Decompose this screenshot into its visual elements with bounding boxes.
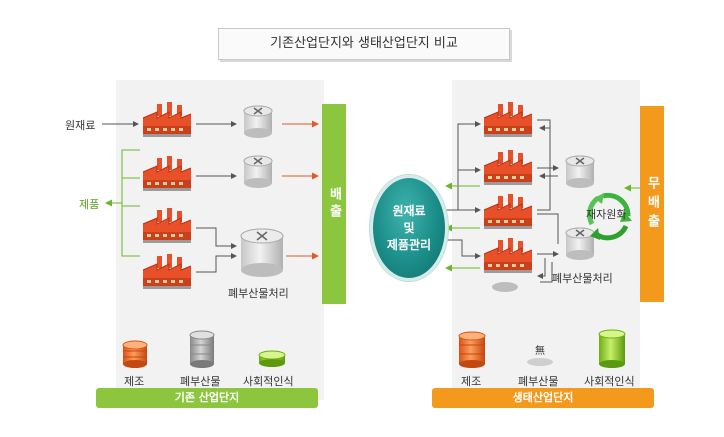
- recycle-icon: [587, 192, 632, 241]
- right-factory-4: [483, 237, 533, 274]
- right-factory-2: [483, 149, 533, 186]
- none-mark: 無: [535, 346, 545, 357]
- right-factory-1: [483, 101, 533, 138]
- left-waste-label: 폐부산물처리: [228, 287, 289, 300]
- left-factory-3: [142, 207, 192, 244]
- right-footer: 생태산업단지: [432, 388, 654, 408]
- left-factory-2: [142, 155, 192, 192]
- left-tank-2: [243, 155, 273, 189]
- left-legend-manufacture: 제조: [124, 375, 145, 388]
- left-tank-1: [243, 105, 273, 139]
- right-legend-manufacture-cylinder: [458, 331, 486, 368]
- input-label: 원재료: [65, 119, 96, 132]
- right-emission-bar: 무배출: [640, 106, 664, 302]
- left-factory-4: [142, 253, 192, 290]
- center-circle: 원재료 및 제품관리: [370, 175, 448, 281]
- right-legend-waste-disc: [527, 358, 553, 366]
- left-legend-waste: 폐부산물: [180, 375, 221, 388]
- left-legend-waste-cylinder: [189, 330, 215, 368]
- page-title: 기존산업단지와 생태산업단지 비교: [218, 28, 510, 60]
- right-legend-awareness: 사회적인식: [584, 375, 635, 388]
- right-legend-awareness-cylinder: [598, 329, 626, 368]
- left-legend-manufacture-cylinder: [122, 340, 148, 368]
- center-line-3: 제품관리: [386, 237, 432, 252]
- left-factory-1: [142, 101, 192, 138]
- center-line-2: 및: [403, 220, 415, 235]
- recycle-label: 재자원화: [586, 208, 627, 221]
- right-tank-2: [565, 227, 595, 261]
- left-emission-bar: 배출: [322, 104, 346, 304]
- right-factory-3: [483, 193, 533, 230]
- right-tank-1: [565, 155, 595, 189]
- right-legend-waste: 폐부산물: [518, 375, 559, 388]
- right-legend-manufacture: 제조: [461, 375, 482, 388]
- left-legend-awareness: 사회적인식: [243, 375, 294, 388]
- right-residual-disc: [492, 282, 518, 292]
- left-waste-tank: [240, 228, 284, 277]
- left-footer: 기존 산업단지: [96, 388, 318, 408]
- center-line-1: 원재료: [392, 203, 426, 218]
- product-label: 제품: [79, 198, 100, 211]
- right-waste-label: 폐부산물처리: [552, 272, 613, 285]
- left-legend-awareness-cylinder: [258, 350, 286, 367]
